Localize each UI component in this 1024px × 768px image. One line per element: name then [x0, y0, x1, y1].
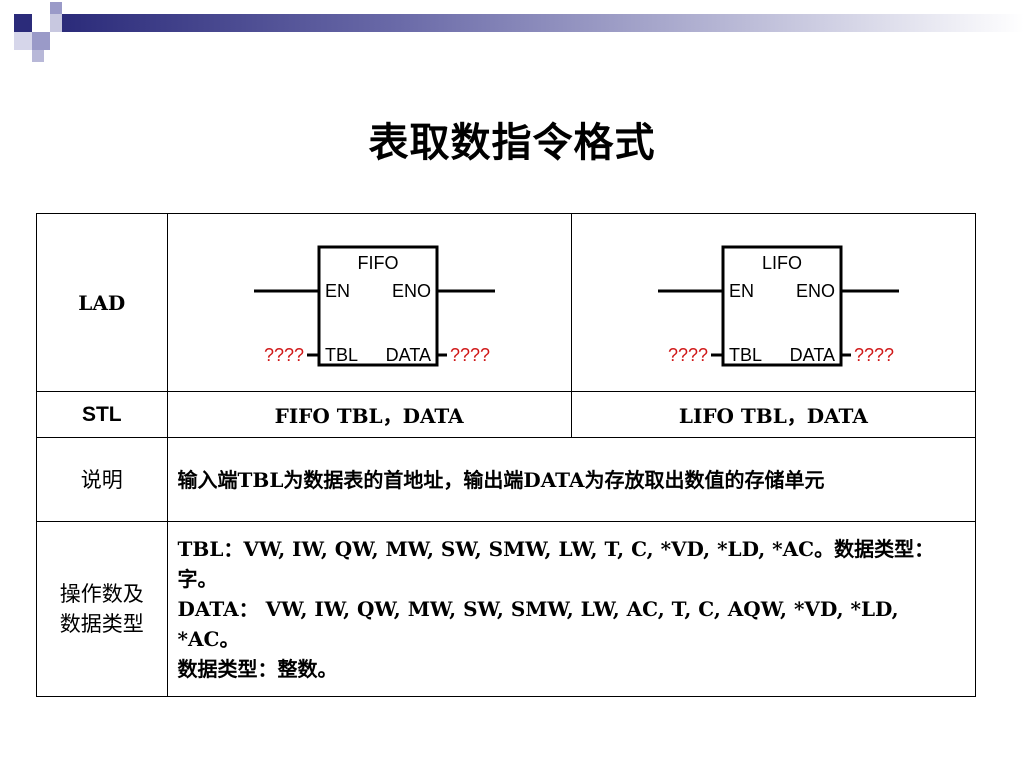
lifo-en-label: EN: [729, 281, 754, 301]
lad-cell-lifo: LIFO EN ENO TBL DATA ???? ????: [570, 213, 977, 392]
description-text: 输入端TBL为数据表的首地址，输出端DATA为存放取出数值的存储单元: [166, 437, 977, 522]
lifo-box-name: LIFO: [762, 253, 802, 273]
header-decoration: [0, 0, 1024, 70]
operands-type-line: 数据类型：整数。: [177, 657, 338, 681]
lifo-tbl-placeholder: ????: [668, 345, 708, 365]
row-label-lad: LAD: [36, 213, 168, 392]
fifo-eno-label: ENO: [392, 281, 431, 301]
stl-lifo: LIFO TBL，DATA: [570, 391, 977, 438]
corner-squares-decoration: [14, 2, 62, 62]
page-title: 表取数指令格式: [368, 120, 656, 166]
row-label-description: 说明: [36, 437, 168, 522]
operands-tbl-line: TBL：VW, IW, QW, MW, SW, SMW, LW, T, C, *…: [177, 537, 935, 591]
table-row-stl: STL FIFO TBL，DATA LIFO TBL，DATA: [36, 391, 977, 438]
lifo-data-label: DATA: [790, 345, 835, 365]
row-label-operands: 操作数及 数据类型: [36, 521, 168, 697]
lifo-eno-label: ENO: [796, 281, 835, 301]
fifo-tbl-label: TBL: [325, 345, 358, 365]
fifo-data-label: DATA: [386, 345, 431, 365]
instruction-format-table: LAD FIFO EN ENO TBL DATA ???? ????: [36, 213, 977, 697]
row-label-stl: STL: [36, 391, 168, 438]
stl-fifo: FIFO TBL，DATA: [166, 391, 572, 438]
table-row-description: 说明 输入端TBL为数据表的首地址，输出端DATA为存放取出数值的存储单元: [36, 437, 977, 522]
lifo-data-placeholder: ????: [854, 345, 894, 365]
header-gradient-bar: [62, 14, 1024, 32]
fifo-box-name: FIFO: [358, 253, 399, 273]
table-row-lad: LAD FIFO EN ENO TBL DATA ???? ????: [36, 213, 977, 392]
operands-text: TBL：VW, IW, QW, MW, SW, SMW, LW, T, C, *…: [166, 521, 977, 697]
fifo-en-label: EN: [325, 281, 350, 301]
row-label-operands-line2: 数据类型: [59, 612, 144, 636]
lifo-ladder-box: LIFO EN ENO TBL DATA ???? ????: [658, 245, 900, 366]
fifo-tbl-placeholder: ????: [264, 345, 304, 365]
lad-cell-fifo: FIFO EN ENO TBL DATA ???? ????: [166, 213, 572, 392]
table-row-operands: 操作数及 数据类型 TBL：VW, IW, QW, MW, SW, SMW, L…: [36, 521, 977, 697]
lifo-tbl-label: TBL: [729, 345, 762, 365]
row-label-operands-line1: 操作数及: [59, 582, 144, 606]
operands-data-line: DATA： VW, IW, QW, MW, SW, SMW, LW, AC, T…: [177, 597, 899, 651]
fifo-ladder-box: FIFO EN ENO TBL DATA ???? ????: [254, 245, 496, 366]
fifo-data-placeholder: ????: [450, 345, 490, 365]
